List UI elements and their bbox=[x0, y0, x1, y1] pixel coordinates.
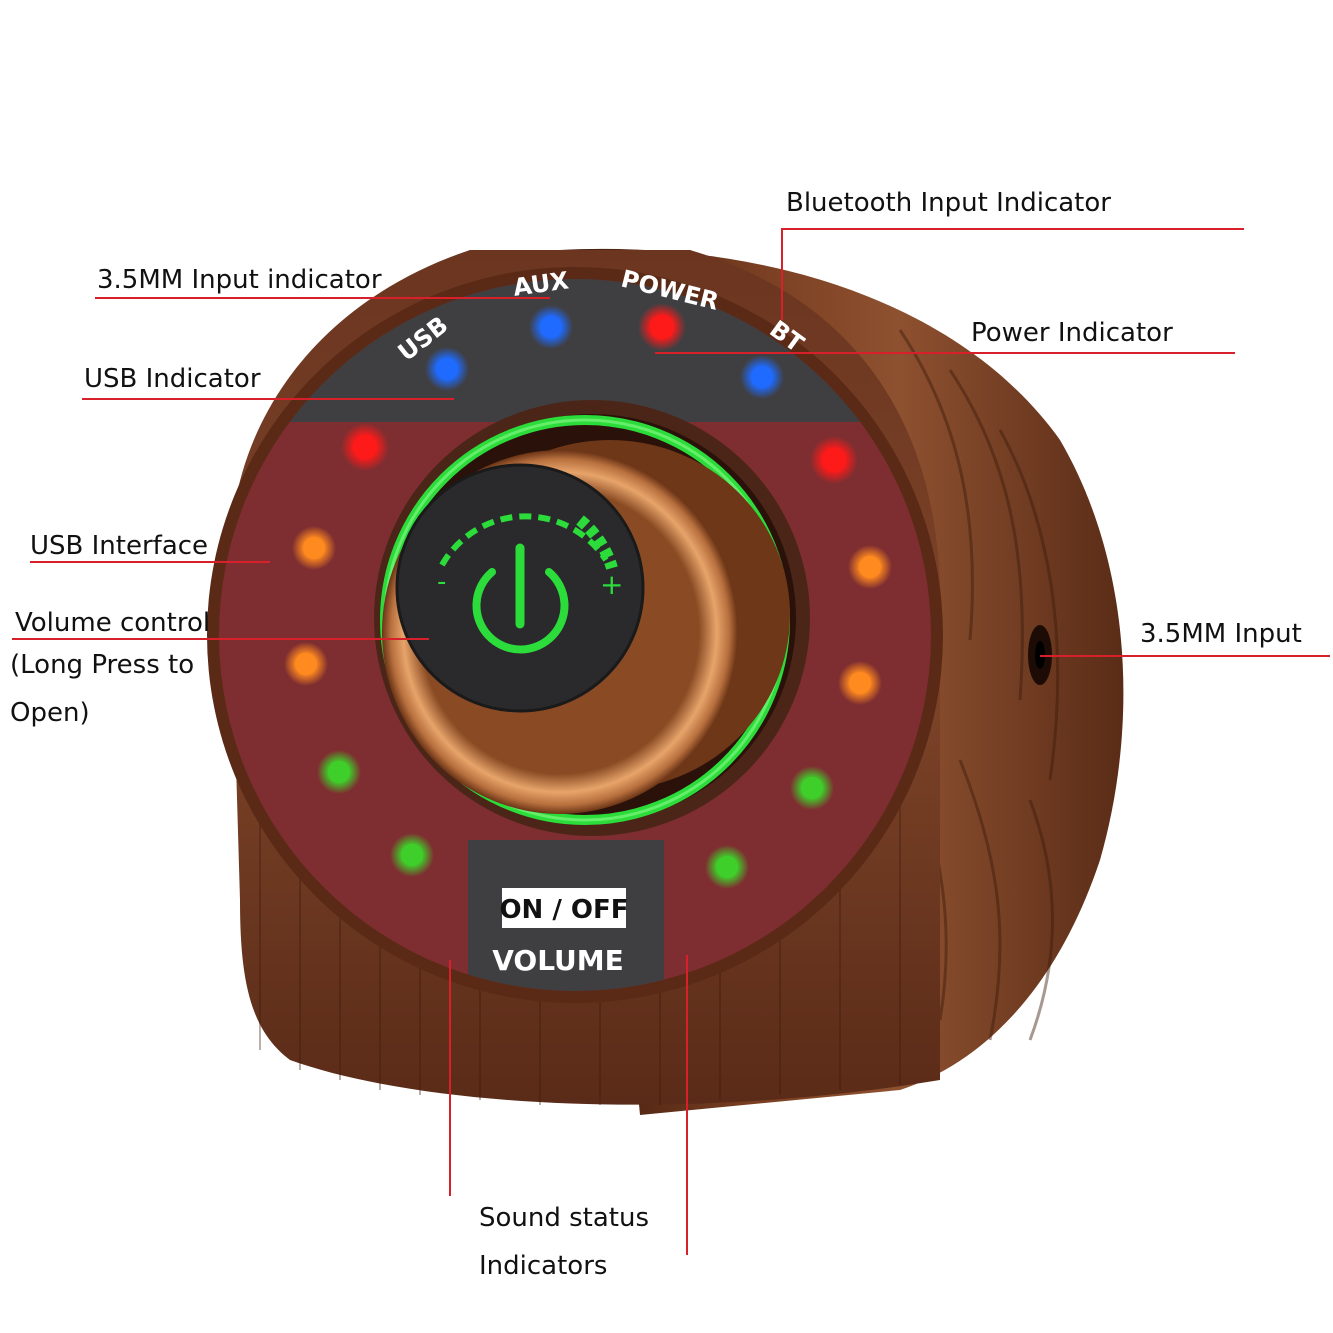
power-icon[interactable] bbox=[472, 543, 569, 654]
volume-scale-arc bbox=[439, 513, 609, 567]
volume-control-line-2: (Long Press to bbox=[10, 650, 195, 680]
usb-indicator-callout: USB Indicator bbox=[84, 364, 261, 394]
volume-label: VOLUME bbox=[492, 944, 624, 977]
volume-control-line-1: Volume control bbox=[15, 608, 211, 638]
on-off-label-box bbox=[502, 888, 626, 928]
sound-status-line-1: Sound status bbox=[479, 1203, 650, 1233]
bluetooth-input-indicator-callout: Bluetooth Input Indicator bbox=[786, 188, 1111, 218]
sound-status-line-2: Indicators bbox=[479, 1251, 608, 1281]
volume-control-line-3: Open) bbox=[10, 698, 90, 728]
power-indicator-callout: Power Indicator bbox=[971, 318, 1173, 348]
volume-control-callout: Volume control (Long Press to Open) bbox=[10, 610, 210, 726]
volume-plus-label: + bbox=[600, 568, 623, 601]
sound-status-callout: Sound status Indicators bbox=[479, 1203, 650, 1279]
volume-minus-label: - bbox=[437, 567, 446, 597]
aux-input-indicator-callout: 3.5MM Input indicator bbox=[97, 265, 382, 295]
on-off-label: ON / OFF bbox=[499, 895, 628, 925]
usb-interface-callout: USB Interface bbox=[30, 531, 209, 561]
jack-input-callout: 3.5MM Input bbox=[1140, 619, 1302, 649]
